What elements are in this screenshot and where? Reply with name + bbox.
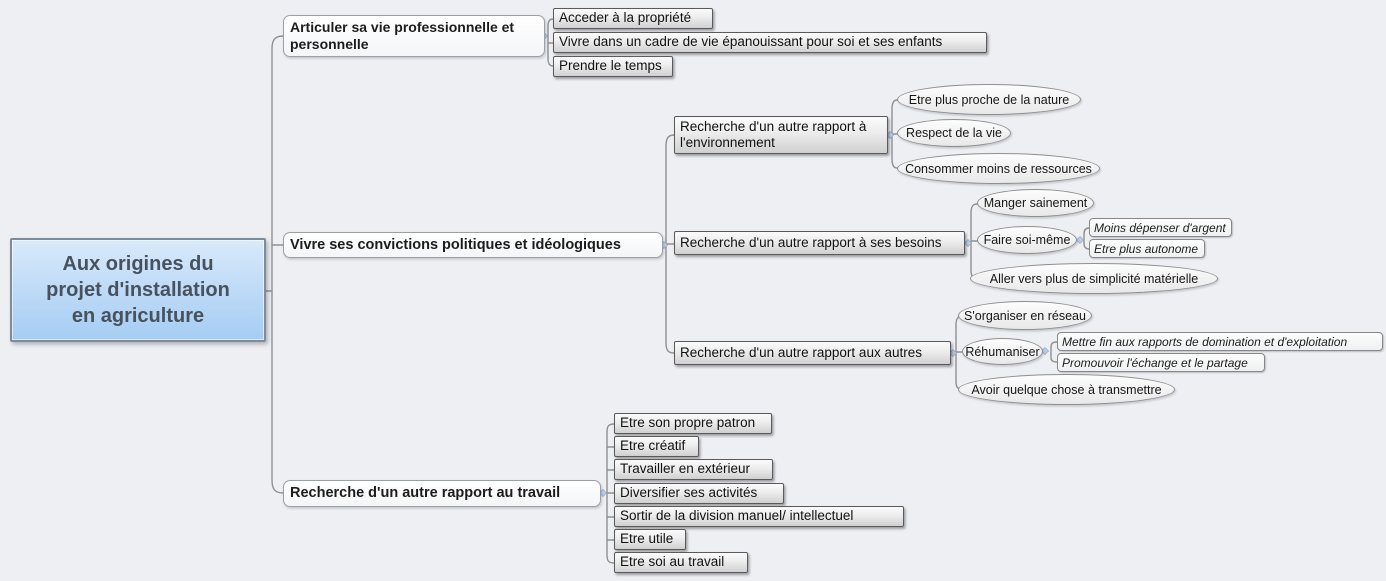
node-proche-nature[interactable]: Etre plus proche de la nature bbox=[897, 84, 1081, 115]
node-travailler-exterieur[interactable]: Travailler en extérieur bbox=[614, 459, 773, 480]
node-manger-sainement[interactable]: Manger sainement bbox=[977, 189, 1094, 217]
node-fin-domination[interactable]: Mettre fin aux rapports de domination et… bbox=[1057, 332, 1383, 351]
node-etre-utile[interactable]: Etre utile bbox=[614, 529, 686, 550]
root-node-label: Aux origines du projet d'installation en… bbox=[46, 253, 230, 327]
node-simplicite-materielle[interactable]: Aller vers plus de simplicité matérielle bbox=[970, 263, 1218, 294]
node-echange-partage[interactable]: Promouvoir l'échange et le partage bbox=[1057, 353, 1265, 372]
branch-rapport-travail[interactable]: Recherche d'un autre rapport au travail bbox=[283, 480, 601, 507]
node-chose-a-transmettre[interactable]: Avoir quelque chose à transmettre bbox=[958, 374, 1175, 405]
node-rehumaniser[interactable]: Réhumaniser bbox=[962, 338, 1043, 365]
junction-diamond bbox=[1076, 236, 1084, 244]
node-moins-depenser[interactable]: Moins dépenser d'argent bbox=[1089, 218, 1232, 237]
node-prendre-le-temps[interactable]: Prendre le temps bbox=[553, 56, 673, 77]
node-faire-soi-meme[interactable]: Faire soi-même bbox=[977, 226, 1077, 254]
junction-diamond bbox=[949, 349, 957, 357]
branch-convictions[interactable]: Vivre ses convictions politiques et idéo… bbox=[283, 232, 663, 258]
node-rapport-autres[interactable]: Recherche d'un autre rapport aux autres bbox=[674, 341, 951, 365]
junction-diamond bbox=[886, 131, 894, 139]
junction-diamond bbox=[964, 239, 972, 247]
node-plus-autonome[interactable]: Etre plus autonome bbox=[1089, 239, 1205, 258]
node-etre-soi-au-travail[interactable]: Etre soi au travail bbox=[614, 552, 748, 573]
node-cadre-de-vie[interactable]: Vivre dans un cadre de vie épanouissant … bbox=[553, 32, 987, 53]
node-respect-vie[interactable]: Respect de la vie bbox=[897, 119, 1011, 147]
junction-diamond bbox=[599, 489, 607, 497]
node-organiser-reseau[interactable]: S'organiser en réseau bbox=[958, 301, 1092, 330]
node-rapport-environnement[interactable]: Recherche d'un autre rapport à l'environ… bbox=[674, 116, 888, 154]
branch-vie-professionnelle[interactable]: Articuler sa vie professionnelle et pers… bbox=[283, 15, 545, 57]
root-node[interactable]: Aux origines du projet d'installation en… bbox=[10, 238, 266, 342]
junction-diamond bbox=[1041, 347, 1049, 355]
node-propre-patron[interactable]: Etre son propre patron bbox=[614, 413, 772, 434]
node-diversifier-activites[interactable]: Diversifier ses activités bbox=[614, 483, 784, 504]
node-etre-creatif[interactable]: Etre créatif bbox=[614, 436, 699, 457]
node-division-manuel-intellectuel[interactable]: Sortir de la division manuel/ intellectu… bbox=[614, 506, 904, 527]
node-acceder-propriete[interactable]: Acceder à la propriété bbox=[553, 8, 713, 29]
connector-main-trunk bbox=[271, 35, 284, 494]
node-consommer-moins[interactable]: Consommer moins de ressources bbox=[897, 153, 1100, 184]
node-rapport-besoins[interactable]: Recherche d'un autre rapport à ses besoi… bbox=[674, 231, 965, 255]
